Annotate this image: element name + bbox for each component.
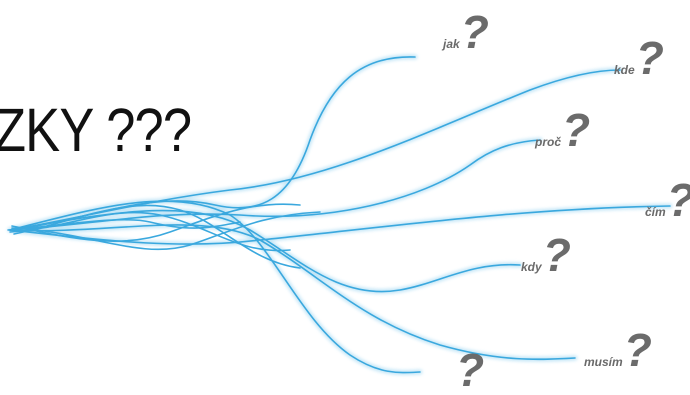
question-mark-icon: ? xyxy=(456,344,485,395)
tangle-strand xyxy=(11,203,301,242)
question-mark-icon: ? xyxy=(667,174,690,226)
lines-core xyxy=(7,56,671,374)
question-word: kde xyxy=(614,63,635,77)
line-to-jak xyxy=(9,56,416,231)
question-cim: čím? xyxy=(645,177,690,223)
question-mark-icon: ? xyxy=(623,324,652,376)
tangle-strand xyxy=(13,204,301,269)
question-musim: musím? xyxy=(584,327,652,373)
question-mark-icon: ? xyxy=(542,229,571,281)
question-word: čím xyxy=(645,205,666,219)
question-jak: jak? xyxy=(443,9,489,55)
line-to-musim xyxy=(9,224,576,361)
line-to-bottom xyxy=(9,200,421,374)
slide-title: ZKY ??? xyxy=(0,96,192,164)
tangle-strand xyxy=(7,218,241,231)
question-mark-icon: ? xyxy=(562,104,591,156)
line-to-cim xyxy=(9,205,671,245)
question-unlabeled: ? xyxy=(455,347,484,393)
question-mark-icon: ? xyxy=(460,6,489,58)
question-proc: proč? xyxy=(535,107,590,153)
question-mark-icon: ? xyxy=(635,32,664,84)
question-kdy: kdy? xyxy=(521,232,571,278)
question-kde: kde? xyxy=(614,35,664,81)
tangle-strand xyxy=(11,211,321,251)
question-word: jak xyxy=(443,37,460,51)
question-word: kdy xyxy=(521,260,542,274)
question-word: proč xyxy=(535,135,562,149)
question-word: musím xyxy=(584,355,623,369)
